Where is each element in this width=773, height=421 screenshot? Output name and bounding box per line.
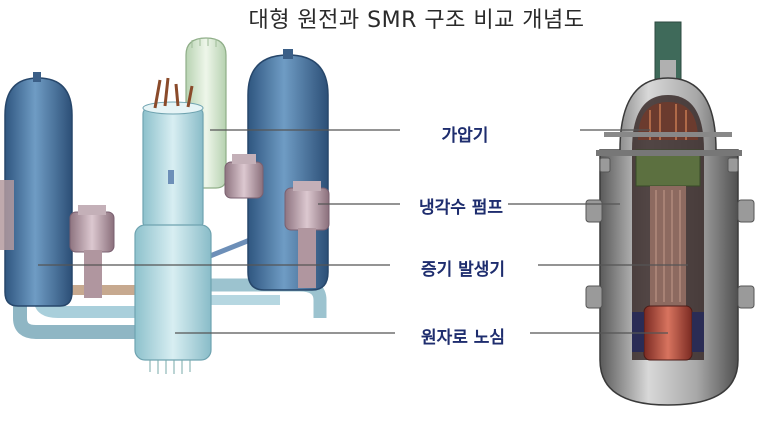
label-pressurizer: 가압기 [441, 126, 489, 146]
coolant-pump-left [69, 205, 115, 298]
steam-generator-left [0, 72, 73, 307]
coolant-pump-right [284, 181, 330, 288]
smr-pressurizer [638, 102, 698, 140]
leader-lines [38, 129, 688, 334]
label-steam-generator: 증기 발생기 [420, 260, 506, 280]
reactor-vessel-large [134, 77, 212, 374]
label-reactor-core: 원자로 노심 [420, 328, 506, 348]
smr-cutaway-illustration [585, 21, 755, 406]
smr-steam-generator [650, 186, 686, 306]
coolant-pump-mid [224, 154, 264, 199]
label-coolant-pump: 냉각수 펌프 [418, 198, 504, 218]
diagram-title: 대형 원전과 SMR 구조 비교 개념도 [248, 8, 585, 33]
large-reactor-illustration [0, 37, 330, 374]
